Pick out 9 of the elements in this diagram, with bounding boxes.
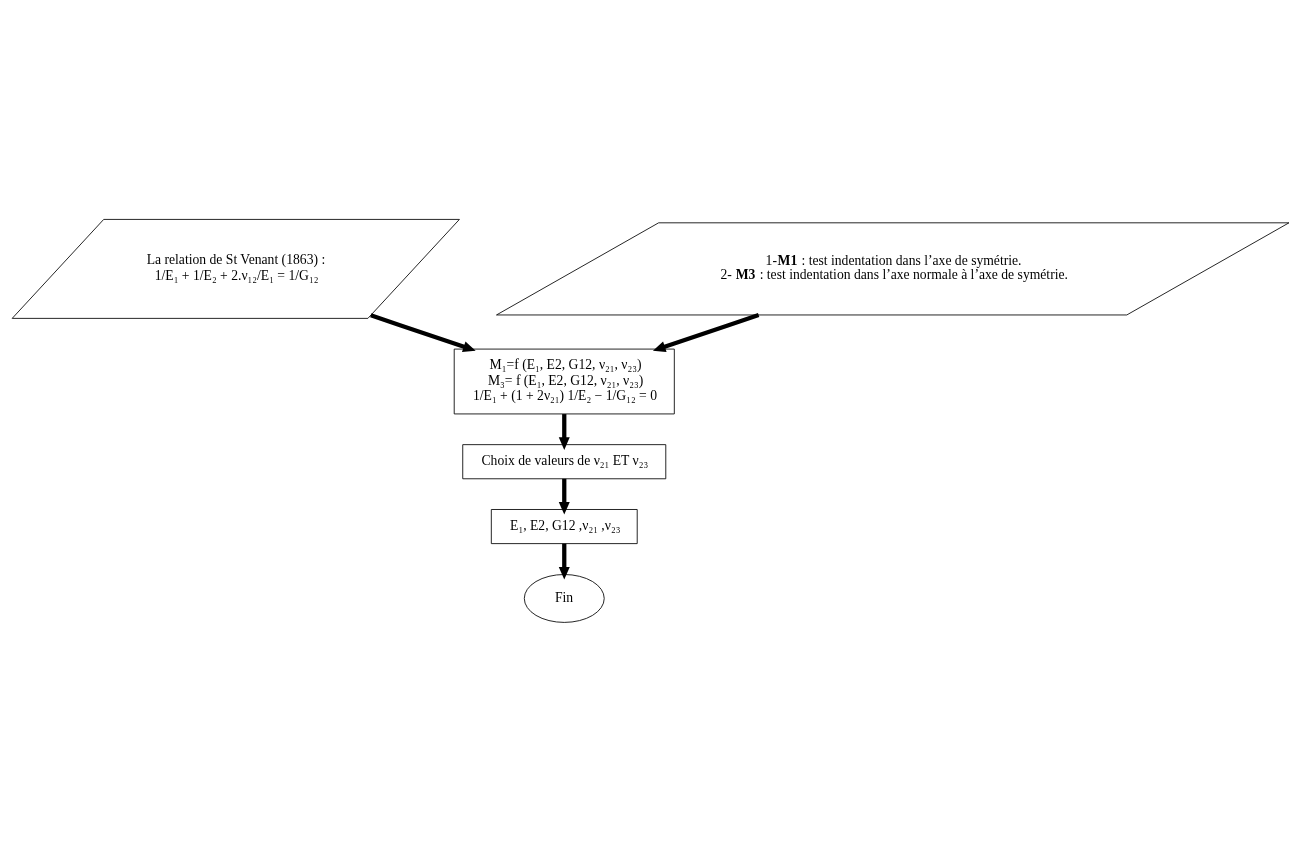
arrow [558,413,570,450]
arrow [652,312,760,352]
arrow [370,312,476,352]
node-box: E₁, E2, G12 ,ν₂₁ ,ν₂₃ [490,508,638,544]
node-box: Choix de valeurs de ν₂₁ ET ν₂₃ [462,443,667,479]
node-ellipse: Fin [523,573,605,623]
node-box: M₁=f (E₁, E2, G12, ν₂₁, ν₂₃) M₃= f (E₁, E2, G12, ν₂₁, ν₂₃) 1/E₁ + (1 + 2ν₂₁) 1/E₂ − 1/G₁₂ = 0 [453,348,675,414]
arrow [558,478,570,515]
arrow [558,543,570,580]
